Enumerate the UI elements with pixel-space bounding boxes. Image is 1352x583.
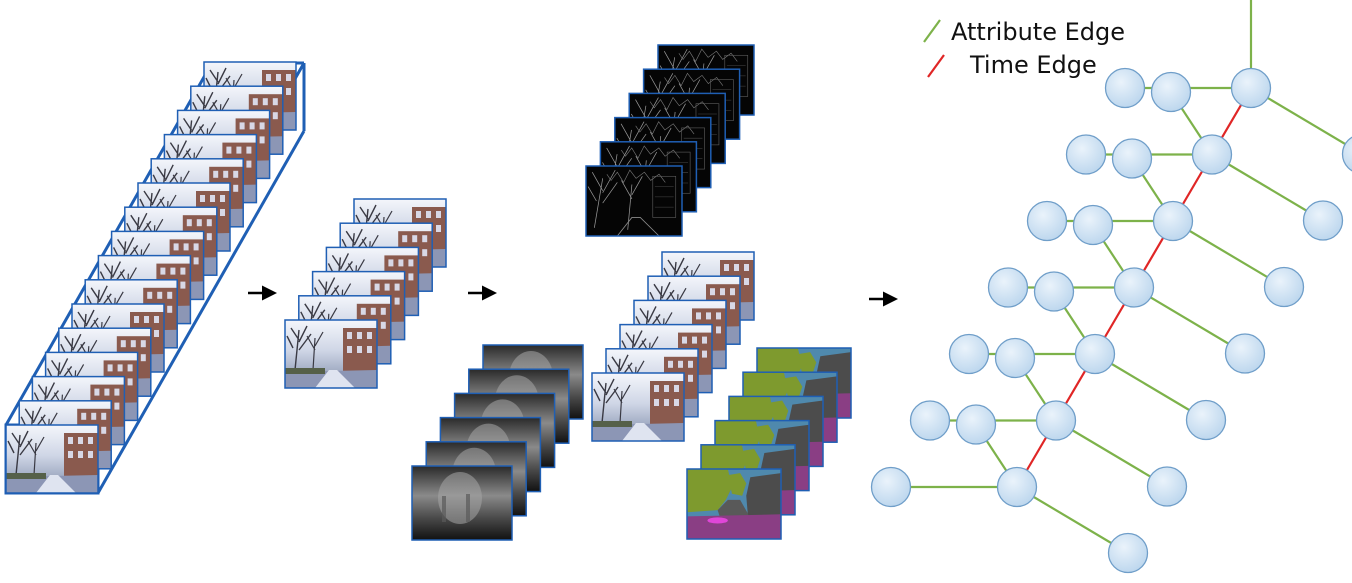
legend: Attribute Edge Time Edge: [923, 18, 1125, 79]
attribute-node: [1341, 136, 1352, 172]
attribute-node: [1146, 466, 1188, 507]
time-edge-legend-label: Time Edge: [969, 51, 1097, 79]
time-node: [1152, 200, 1194, 242]
attribute-node: [1185, 399, 1227, 441]
attribute-node: [1033, 271, 1075, 312]
attribute-node: [1150, 71, 1192, 113]
raw-frames-box-edge: [96, 130, 306, 494]
attribute-node: [1107, 532, 1149, 574]
attribute-node: [1263, 266, 1305, 308]
time-node: [1074, 333, 1116, 375]
sampled-frame: [284, 198, 447, 389]
depth-map-frame: [411, 344, 584, 541]
attribute-node: [1065, 134, 1107, 175]
attribute-node: [1224, 333, 1266, 374]
attribute-node: [870, 466, 912, 508]
time-node: [1113, 267, 1155, 308]
attribute-edge: [1016, 486, 1129, 554]
sampled-frame-frame: [284, 319, 378, 389]
attribute-node: [909, 400, 951, 441]
rgb-frame: [591, 251, 755, 442]
attribute-node: [955, 404, 997, 445]
attribute-node: [1026, 200, 1068, 242]
attribute-node: [1111, 138, 1153, 179]
attribute-edge-legend-label: Attribute Edge: [951, 18, 1125, 46]
time-node: [1035, 400, 1077, 441]
graph: [870, 0, 1352, 574]
attribute-edge: [1094, 353, 1207, 421]
attribute-edge: [1133, 286, 1246, 355]
attribute-edge: [1211, 153, 1324, 222]
raw-video-frame-frame: [5, 424, 99, 494]
time-node: [1191, 134, 1233, 175]
segmentation-frame-frame: [686, 468, 782, 540]
time-node: [1230, 67, 1272, 109]
attribute-node: [1104, 67, 1146, 109]
attribute-node: [987, 267, 1029, 308]
attribute-node: [1302, 200, 1344, 241]
attribute-edge: [1055, 419, 1168, 488]
attribute-node: [994, 337, 1036, 379]
time-edge-legend-swatch: [927, 54, 945, 78]
edge-map-frame: [585, 44, 755, 237]
time-node: [996, 466, 1038, 508]
attribute-node: [948, 333, 990, 375]
segmentation-frame: [686, 347, 852, 540]
depth-map-frame-frame: [411, 465, 513, 541]
attribute-edge: [1250, 87, 1352, 150]
attribute-edge-legend-swatch: [923, 19, 941, 43]
diagram-content: [4, 0, 1352, 574]
attribute-node: [1072, 204, 1114, 246]
raw-video-frame: [5, 61, 297, 494]
rgb-frame-frame: [591, 372, 685, 442]
edge-map-frame-frame: [585, 165, 683, 237]
attribute-edge: [1172, 220, 1285, 288]
